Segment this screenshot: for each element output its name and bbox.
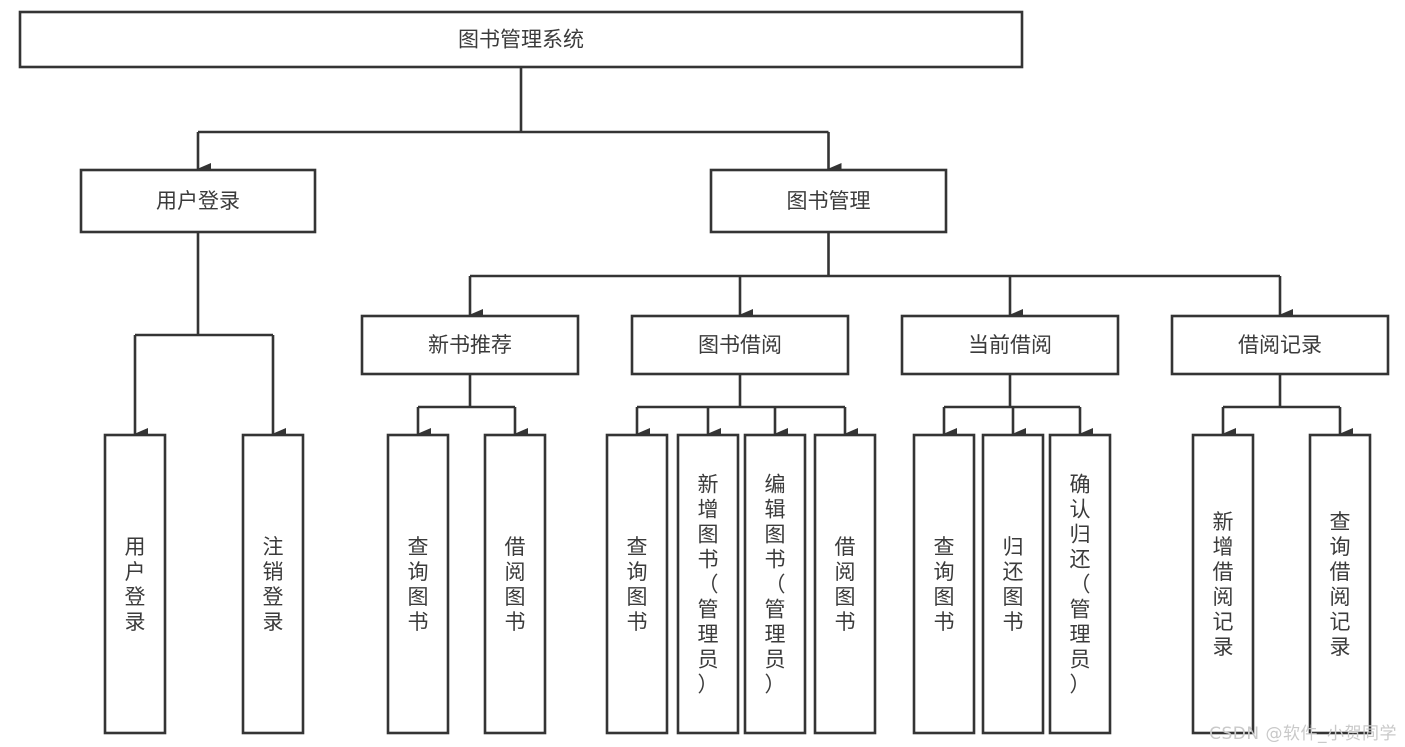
node-label: 查询图书: [627, 535, 648, 634]
node-label: 用户登录: [125, 535, 146, 634]
node-leaf-查询图书[interactable]: 查询图书: [605, 433, 669, 735]
node-box: [241, 433, 305, 735]
node-leaf-注销登录[interactable]: 注销登录: [241, 433, 305, 735]
node-label: 借阅图书: [835, 535, 856, 634]
node-leaf-借阅图书[interactable]: 借阅图书: [483, 433, 547, 735]
node-box: [743, 433, 807, 735]
node-label: 确认归还（管理员）: [1070, 473, 1091, 697]
node-label: 借阅记录: [1238, 333, 1322, 357]
node-box: [483, 433, 547, 735]
node-label: 新增图书（管理员）: [698, 473, 719, 697]
node-box: [630, 314, 850, 376]
node-box: [103, 433, 167, 735]
node-box: [676, 433, 740, 735]
node-box: [813, 433, 877, 735]
node-box: [386, 433, 450, 735]
node-leaf-查询图书[interactable]: 查询图书: [386, 433, 450, 735]
node-boxes: 图书管理系统用户登录图书管理新书推荐图书借阅当前借阅借阅记录用户登录注销登录查询…: [18, 10, 1390, 735]
node-label: 图书管理: [787, 189, 871, 213]
node-label: 新书推荐: [428, 333, 512, 357]
node-label: 图书借阅: [698, 333, 782, 357]
node-label: 查询图书: [934, 535, 955, 634]
node-leaf-用户登录[interactable]: 用户登录: [103, 433, 167, 735]
node-label: 用户登录: [156, 189, 240, 213]
node-box: [912, 433, 976, 735]
node-label: 归还图书: [1003, 535, 1024, 634]
node-leaf-查询图书[interactable]: 查询图书: [912, 433, 976, 735]
node-leaf-归还图书[interactable]: 归还图书: [981, 433, 1045, 735]
node-label: 编辑图书（管理员）: [765, 473, 786, 697]
node-box: [900, 314, 1120, 376]
node-label: 新增借阅记录: [1213, 510, 1234, 659]
node-label: 借阅图书: [505, 535, 526, 634]
node-box: [709, 168, 948, 234]
node-root-图书管理系统[interactable]: 图书管理系统: [18, 10, 1024, 69]
node-label: 查询借阅记录: [1330, 510, 1351, 659]
node-leaf-新增图书管理员[interactable]: 新增图书（管理员）: [676, 433, 740, 735]
node-l3-借阅记录[interactable]: 借阅记录: [1170, 314, 1390, 376]
node-l2-图书管理[interactable]: 图书管理: [709, 168, 948, 234]
node-label: 查询图书: [408, 535, 429, 634]
node-l3-新书推荐[interactable]: 新书推荐: [360, 314, 580, 376]
node-label: 注销登录: [263, 535, 284, 634]
node-leaf-查询借阅记录[interactable]: 查询借阅记录: [1308, 433, 1372, 735]
node-box: [1191, 433, 1255, 735]
node-box: [79, 168, 317, 234]
node-leaf-借阅图书[interactable]: 借阅图书: [813, 433, 877, 735]
node-leaf-编辑图书管理员[interactable]: 编辑图书（管理员）: [743, 433, 807, 735]
node-box: [605, 433, 669, 735]
connector-lines: [133, 67, 1353, 440]
node-leaf-确认归还管理员[interactable]: 确认归还（管理员）: [1048, 433, 1112, 735]
node-label: 图书管理系统: [458, 28, 584, 52]
node-box: [1170, 314, 1390, 376]
node-box: [18, 10, 1024, 69]
node-l3-图书借阅[interactable]: 图书借阅: [630, 314, 850, 376]
node-l2-用户登录[interactable]: 用户登录: [79, 168, 317, 234]
node-box: [981, 433, 1045, 735]
node-box: [1048, 433, 1112, 735]
node-leaf-新增借阅记录[interactable]: 新增借阅记录: [1191, 433, 1255, 735]
node-box: [360, 314, 580, 376]
node-l3-当前借阅[interactable]: 当前借阅: [900, 314, 1120, 376]
csdn-watermark: CSDN @软件_小贺同学: [1209, 724, 1397, 744]
node-label: 当前借阅: [968, 333, 1052, 357]
node-box: [1308, 433, 1372, 735]
